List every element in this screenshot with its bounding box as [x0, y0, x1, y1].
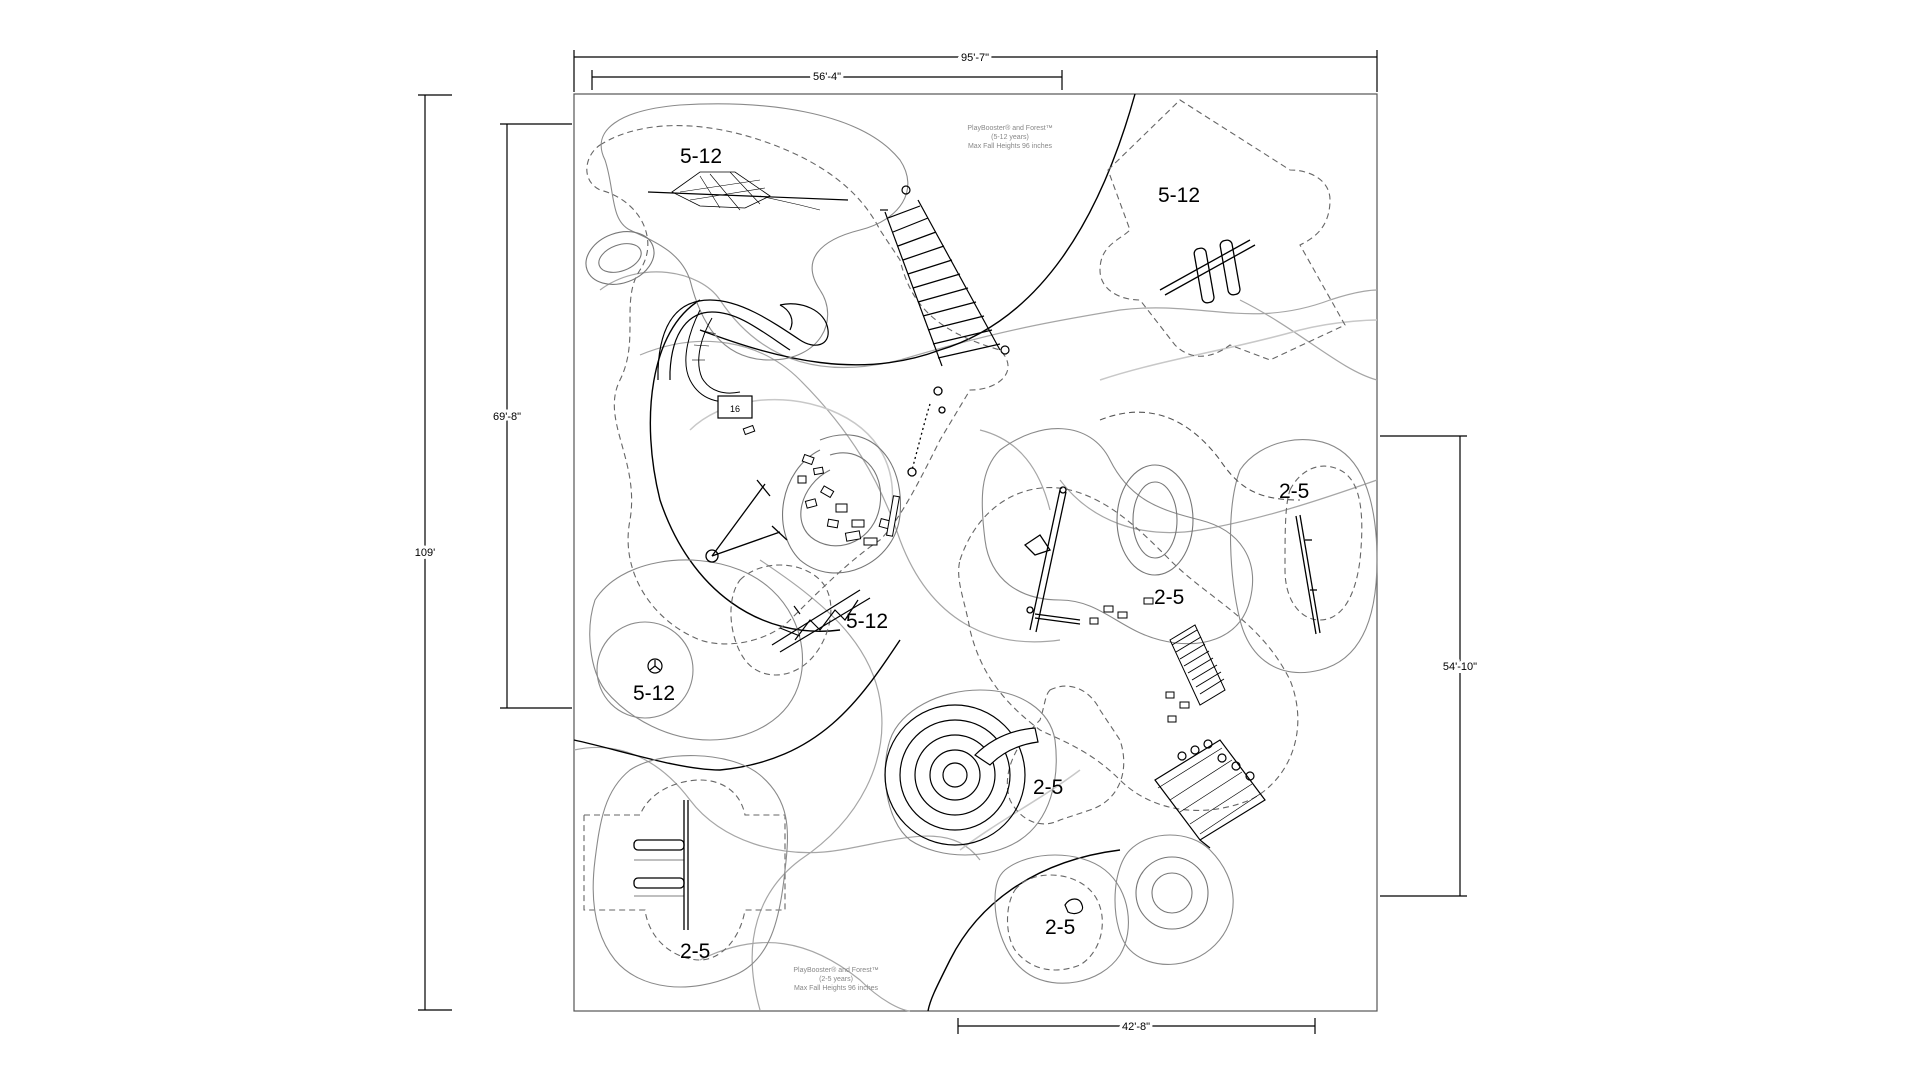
zone-label-right-2-5: 2-5 — [1279, 480, 1309, 503]
fitness-equipment-upper — [1159, 239, 1256, 304]
deck-swirl — [782, 434, 902, 574]
dimension-overall-height-label: 109' — [415, 547, 435, 559]
balance-beam-low — [1034, 613, 1081, 625]
spinner-seat — [647, 658, 663, 674]
dimension-overall-height — [418, 94, 452, 1011]
sensory-wall — [1295, 514, 1321, 635]
arch-climber — [1154, 739, 1266, 849]
dimension-upper-width — [591, 70, 1063, 90]
spiral-slide-tower — [884, 704, 1039, 846]
play-deck: 16 — [717, 395, 753, 419]
oval-track-center — [1116, 464, 1194, 576]
pathway-lines-light — [689, 319, 1378, 851]
zone-label-upper-left: 5-12 — [680, 145, 722, 168]
zone-label-upper-right: 5-12 — [1158, 184, 1200, 207]
fall-zone-arcs — [573, 93, 1136, 1012]
dimension-right-height-label: 54'-10" — [1443, 661, 1477, 673]
zone-label-lower-left: 5-12 — [633, 682, 675, 705]
use-zone-outlines — [583, 99, 1363, 971]
svg-text:Max Fall Heights 96 inches: Max Fall Heights 96 inches — [968, 143, 1053, 150]
zone-label-center: 5-12 — [846, 610, 888, 633]
dimension-upper-width-label: 56'-4" — [813, 71, 841, 83]
dimension-bottom-width — [957, 1018, 1316, 1034]
zone-label-center-2-5: 2-5 — [1154, 586, 1184, 609]
upper-right-arc — [1099, 411, 1301, 501]
zone-label-bottom-center-2-5: 2-5 — [1045, 916, 1075, 939]
header-top: PlayBooster® and Forest™ (5-12 years) Ma… — [967, 124, 1052, 150]
balance-beam — [907, 386, 946, 477]
pathway-lines — [573, 271, 1378, 1012]
dimension-overall-width-label: 95'-7" — [961, 52, 989, 64]
double-pole-climber — [1023, 486, 1067, 633]
svg-text:PlayBooster® and Forest™: PlayBooster® and Forest™ — [967, 124, 1052, 132]
header-bottom: PlayBooster® and Forest™ (2-5 years) Max… — [793, 966, 878, 992]
zone-label-bottom-left-2-5: 2-5 — [680, 940, 710, 963]
svg-text:(5-12 years): (5-12 years) — [991, 134, 1029, 141]
svg-text:Max Fall Heights 96 inches: Max Fall Heights 96 inches — [794, 985, 879, 992]
roller-slide — [1169, 624, 1226, 706]
circle-bottom — [1135, 856, 1209, 930]
deck-number: 16 — [730, 404, 740, 414]
fitness-equipment-lower — [633, 800, 689, 930]
oval-track-left — [585, 231, 655, 285]
tube-slide — [657, 299, 829, 403]
spring-rider — [1064, 898, 1084, 915]
dimension-left-height-label: 69'-8" — [493, 411, 521, 423]
net-climber — [647, 171, 849, 211]
dimension-bottom-width-label: 42'-8" — [1122, 1021, 1150, 1033]
zigzag-climber — [771, 589, 871, 653]
zone-label-slide-2-5: 2-5 — [1033, 776, 1063, 799]
rotating-climber — [705, 479, 788, 563]
dimension-overall-width — [573, 50, 1378, 92]
svg-text:PlayBooster® and Forest™: PlayBooster® and Forest™ — [793, 966, 878, 974]
dimension-right-height — [1380, 435, 1467, 897]
dimension-left-height — [500, 123, 572, 709]
surface-areas — [589, 103, 1378, 988]
toddler-steppers — [1089, 597, 1190, 723]
stepping-pods — [742, 424, 901, 546]
chain-ladder — [880, 185, 1010, 367]
svg-text:(2-5 years): (2-5 years) — [819, 976, 853, 983]
plan-border — [573, 93, 1378, 1012]
